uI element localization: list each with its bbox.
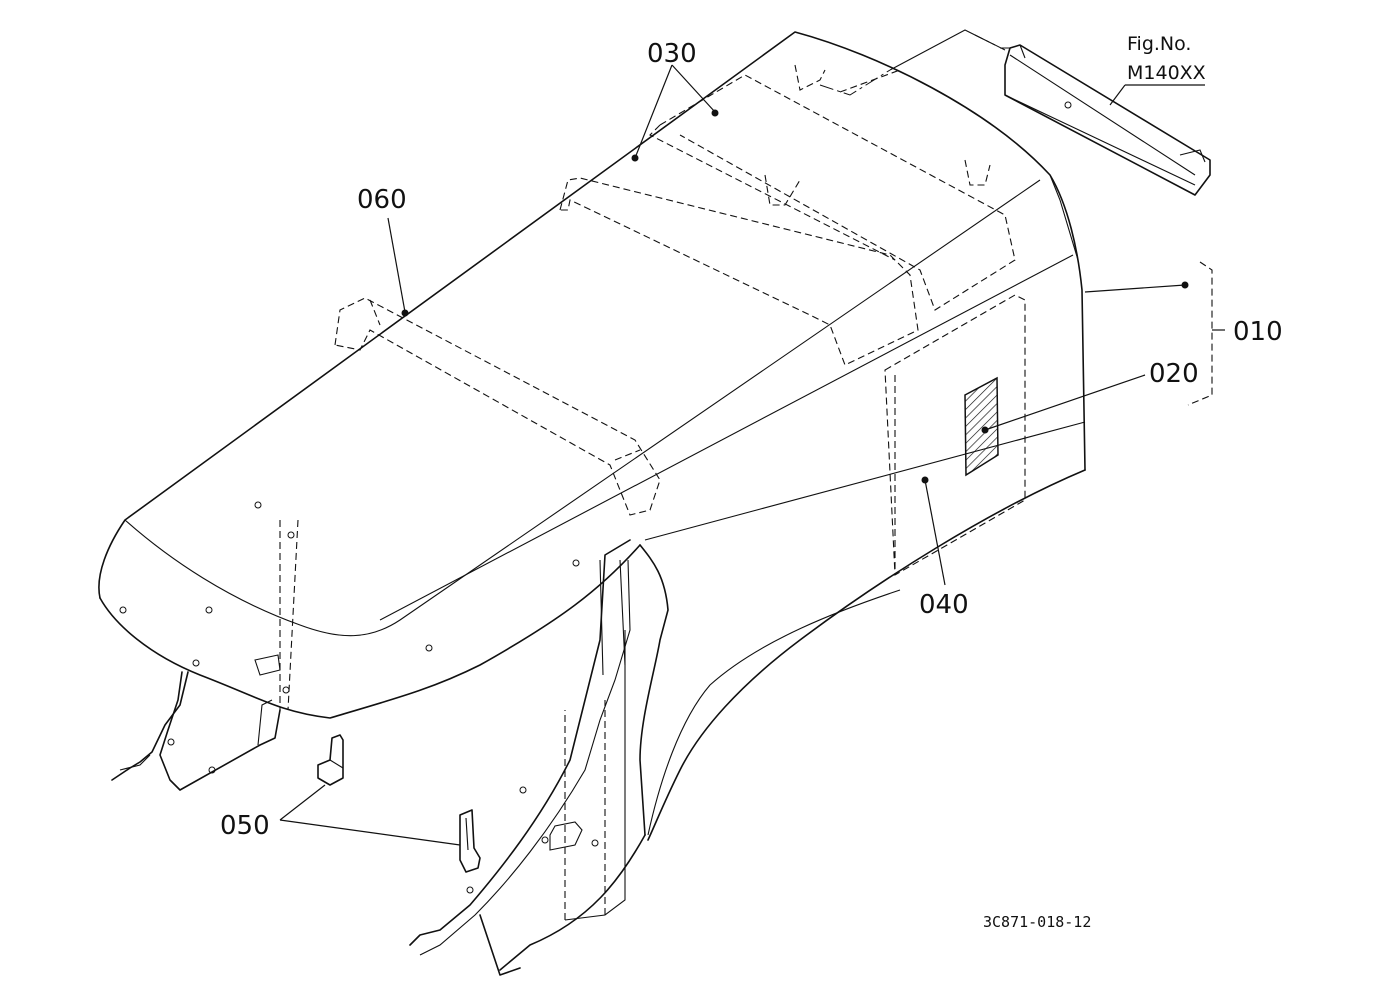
drawing-code: 3C871-018-12 [983,913,1091,931]
bracket-010 [1187,261,1225,406]
fig-no-value: M140XX [1127,62,1206,84]
fig-no-label: Fig.No. [1127,33,1191,55]
callout-020: 020 [1149,359,1199,389]
callout-030: 030 [647,39,697,69]
rear-top-outline [819,29,996,96]
callout-040: 040 [919,590,969,620]
callout-050: 050 [220,811,270,841]
lower-side-panel [409,539,631,976]
part-040-side-panel [884,294,1026,576]
front-stay [254,501,299,711]
part-020-emblem [964,376,999,477]
front-face-holes [119,606,433,694]
part-060-bracket [334,297,661,516]
leader-lines [279,64,1205,846]
left-bracket [111,671,281,791]
bonnet-body [98,31,1086,971]
callout-060: 060 [357,185,407,215]
fig-ref-tool [974,34,1211,196]
part-050-brackets [317,734,481,873]
callout-010: 010 [1233,317,1283,347]
part-030-panel [559,64,1016,366]
